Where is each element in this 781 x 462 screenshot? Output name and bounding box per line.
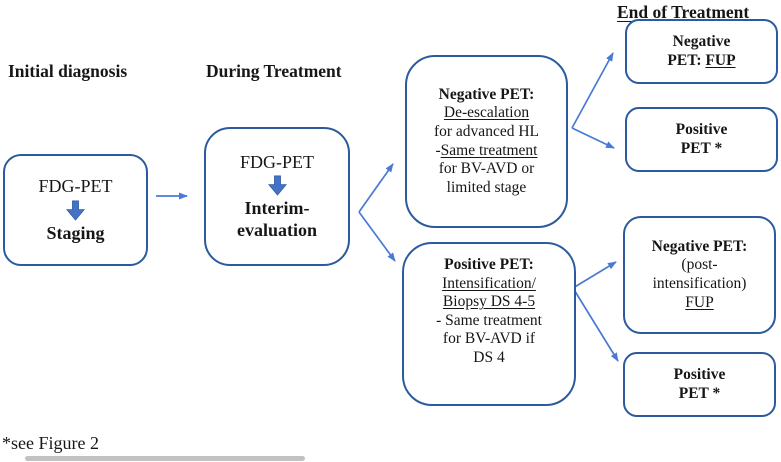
bv-avd-label: for BV-AVD or [438, 160, 535, 178]
intensification-label: intensification) [652, 275, 747, 292]
pet-prefix: PET: [667, 51, 706, 69]
eot-positive-line2: PET * [678, 384, 721, 402]
bv-avd-if-label: for BV-AVD if [442, 330, 536, 348]
biopsy-label: Biopsy DS 4-5 [442, 293, 536, 311]
same-treatment-label: - Same treatment [436, 311, 542, 329]
fup-label: FUP [705, 51, 736, 69]
de-escalation-label: De-escalation [443, 104, 530, 122]
during-treatment-heading: During Treatment [206, 61, 342, 81]
staging-label: Staging [46, 222, 105, 243]
eot-negpost-title: Negative PET: [651, 237, 748, 255]
eot-positive-line2: PET * [680, 139, 723, 157]
figure-footnote: *see Figure 2 [2, 433, 99, 453]
interim-label-line2: evaluation [236, 219, 317, 240]
eot-negative-post-intensification-box: Negative PET: (post- intensification) FU… [623, 216, 776, 334]
arrow-interim-to-positive-pet [358, 211, 396, 262]
fdg-pet-label: FDG-PET [38, 175, 113, 196]
end-of-treatment-heading: End of Treatment [617, 2, 750, 22]
arrow-positive-to-eot-negative-post [572, 261, 617, 289]
ds4-label: DS 4 [473, 348, 505, 366]
interim-evaluation-box: FDG-PET Interim- evaluation [204, 127, 350, 266]
staging-box: FDG-PET Staging [3, 154, 148, 266]
post-label: (post- [681, 256, 718, 274]
fdg-pet-label: FDG-PET [239, 151, 314, 172]
negative-pet-title: Negative PET: [438, 85, 535, 103]
limited-stage-label: limited stage [446, 178, 527, 196]
eot-negative-line2: PET: FUP [667, 52, 735, 71]
eot-positive-pet-upper-box: Positive PET * [625, 107, 778, 172]
down-arrow-icon [267, 175, 287, 196]
arrow-negative-to-eot-positive [571, 127, 615, 149]
eot-negative-line1: Negative [672, 32, 731, 50]
arrow-positive-to-eot-positive [572, 287, 619, 362]
eot-negative-pet-box: Negative PET: FUP [625, 19, 778, 84]
initial-diagnosis-heading: Initial diagnosis [8, 61, 128, 81]
eot-positive-line1: Positive [675, 120, 728, 138]
intensification-label: Intensification/ [442, 274, 536, 292]
advanced-hl-label: for advanced HL [433, 122, 539, 140]
down-arrow-icon [66, 200, 85, 221]
same-treatment-line: -Same treatment [435, 142, 537, 161]
arrow-negative-to-eot-negative [571, 52, 614, 129]
interim-label-line1: Interim- [244, 198, 310, 219]
eot-positive-line1: Positive [673, 365, 726, 383]
negative-pet-interim-box: Negative PET: De-escalation for advanced… [405, 55, 568, 228]
positive-pet-title: Positive PET: [444, 256, 534, 273]
eot-positive-pet-lower-box: Positive PET * [623, 352, 776, 417]
arrow-interim-to-negative-pet [358, 163, 394, 213]
horizontal-scrollbar-thumb[interactable] [25, 456, 305, 461]
fup-label: FUP [685, 293, 714, 311]
same-treatment-label: Same treatment [440, 141, 538, 159]
positive-pet-interim-box: Positive PET: Intensification/ Biopsy DS… [402, 242, 576, 406]
dash-prefix: - [435, 141, 441, 159]
